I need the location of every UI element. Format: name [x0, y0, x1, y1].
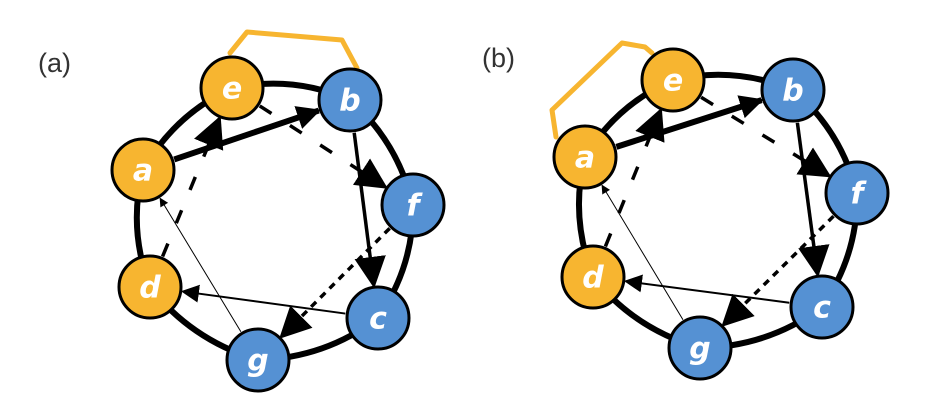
- node-d: d: [117, 254, 183, 320]
- group-bracket-a-e: [549, 40, 655, 140]
- node-label-e: e: [222, 72, 242, 107]
- nodes: e b f c g d a: [110, 55, 446, 393]
- node-label-b: b: [339, 84, 360, 119]
- panel-b: (b) e b f c g d a: [482, 40, 890, 381]
- node-c: c: [345, 285, 411, 351]
- node-b: b: [317, 67, 383, 133]
- edge-c-to-d: [180, 284, 346, 315]
- edge-e-to-f: [700, 95, 832, 178]
- node-circle-a: [110, 137, 176, 203]
- edge-g-to-a: [159, 197, 242, 333]
- edge-c-to-d: [623, 274, 790, 304]
- node-label-g: g: [247, 344, 268, 379]
- node-circle-b: [317, 67, 383, 133]
- node-label-a: a: [575, 141, 595, 176]
- node-label-e: e: [663, 64, 683, 99]
- panel-a: (a) e b f c g d a: [38, 29, 446, 393]
- node-label-g: g: [689, 332, 710, 367]
- node-b: b: [760, 57, 826, 123]
- node-circle-f: [824, 160, 890, 226]
- node-g: g: [225, 327, 291, 393]
- node-label-d: d: [139, 271, 161, 306]
- node-circle-b: [760, 57, 826, 123]
- group-bracket: [549, 40, 655, 140]
- nodes: e b f c g d a: [552, 47, 890, 381]
- node-circle-g: [225, 327, 291, 393]
- group-bracket-e-b: [227, 29, 360, 71]
- node-a: a: [110, 137, 176, 203]
- node-c: c: [789, 274, 855, 340]
- node-circle-d: [117, 254, 183, 320]
- edge-e-to-f: [258, 104, 388, 189]
- node-label-f: f: [850, 177, 867, 212]
- node-label-a: a: [133, 154, 153, 189]
- node-g: g: [667, 315, 733, 381]
- node-f: f: [824, 160, 890, 226]
- edge-g-to-a: [601, 184, 684, 320]
- edges: [601, 95, 835, 328]
- node-circle-d: [560, 244, 626, 310]
- node-label-d: d: [582, 261, 604, 296]
- node-circle-f: [380, 172, 446, 238]
- group-bracket: [227, 29, 360, 71]
- node-circle-e: [640, 47, 706, 113]
- edge-b-to-c: [795, 122, 830, 278]
- node-label-c: c: [813, 291, 831, 326]
- node-circle-g: [667, 315, 733, 381]
- node-e: e: [199, 55, 265, 121]
- edge-d-to-e: [603, 107, 665, 248]
- node-circle-e: [199, 55, 265, 121]
- edge-a-to-b: [173, 106, 322, 163]
- node-e: e: [640, 47, 706, 113]
- panel-label-b: (b): [482, 43, 515, 73]
- node-circle-c: [789, 274, 855, 340]
- edge-d-to-e: [160, 115, 224, 258]
- node-d: d: [560, 244, 626, 310]
- edges: [159, 104, 391, 339]
- node-circle-a: [552, 124, 618, 190]
- node-label-f: f: [406, 189, 423, 224]
- node-label-c: c: [369, 302, 387, 337]
- panel-label-a: (a): [38, 48, 71, 78]
- node-a: a: [552, 124, 618, 190]
- node-label-b: b: [782, 74, 803, 109]
- edge-b-to-c: [352, 132, 386, 289]
- node-circle-c: [345, 285, 411, 351]
- node-f: f: [380, 172, 446, 238]
